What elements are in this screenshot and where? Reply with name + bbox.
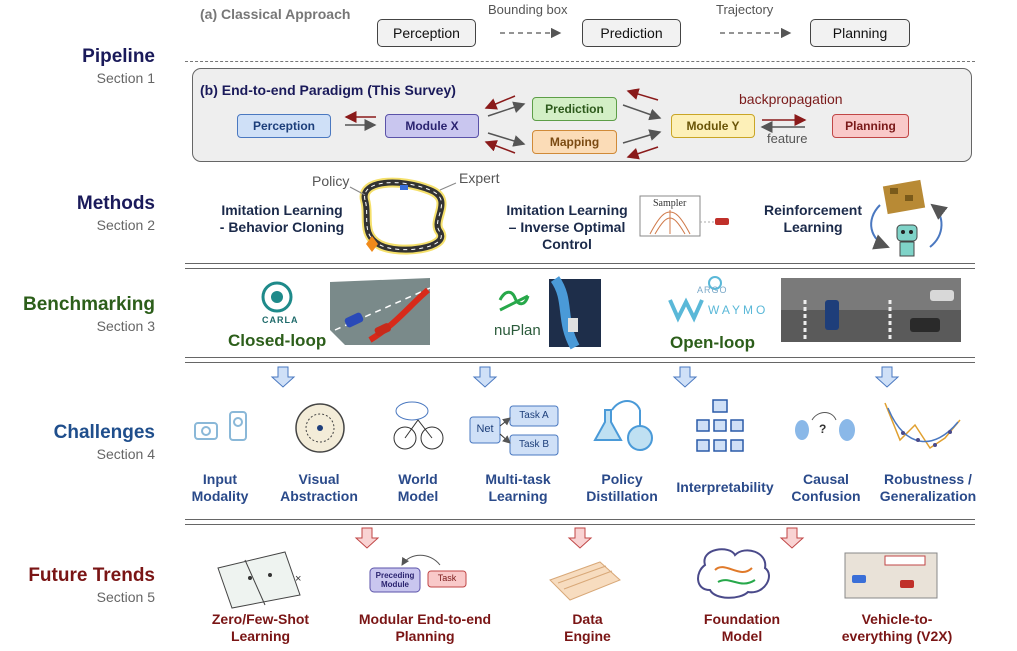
visual-abstraction-icon bbox=[295, 403, 345, 453]
section-title-challenges: Challenges bbox=[53, 422, 155, 443]
closed-loop-label: Closed-loop bbox=[228, 331, 327, 350]
closed-loop-road-image bbox=[330, 278, 431, 345]
e2e-module-y-box: Module Y bbox=[671, 114, 755, 138]
challenge-multi-task-learning: Multi-task Learning bbox=[485, 471, 551, 504]
separator-methods bbox=[185, 263, 975, 269]
section-title-future: Future Trends bbox=[28, 565, 155, 586]
e2e-arrows bbox=[344, 88, 807, 160]
sampler-label: Sampler bbox=[653, 198, 687, 209]
waymo-logo-icon bbox=[668, 276, 722, 323]
section-title-methods: Methods bbox=[76, 193, 155, 214]
reinforcement-learning-label: Reinforcement Learning bbox=[763, 202, 863, 235]
classical-planning-box: Planning bbox=[810, 19, 910, 47]
e2e-prediction-box: Prediction bbox=[532, 97, 617, 121]
challenge-policy-distillation: Policy Distillation bbox=[586, 471, 658, 504]
challenge-world-model: World Model bbox=[397, 471, 439, 504]
nuplan-wordmark: nuPlan bbox=[494, 322, 541, 339]
classical-perception-box: Perception bbox=[377, 19, 476, 47]
future-data-engine: Data Engine bbox=[564, 611, 611, 644]
classical-divider bbox=[185, 61, 975, 62]
challenge-robustness-generalization: Robustness / Generalization bbox=[879, 471, 977, 504]
section-sub-methods: Section 2 bbox=[96, 217, 155, 233]
edge-label-trajectory: Trajectory bbox=[716, 2, 774, 17]
challenge-input-modality: Input Modality bbox=[191, 471, 249, 504]
future-modular-planning: Modular End-to-end Planning bbox=[358, 611, 492, 644]
input-modality-icon bbox=[194, 411, 247, 441]
argo-wordmark: ARGO bbox=[697, 285, 728, 295]
nuplan-logo-icon bbox=[498, 290, 530, 312]
down-arrows-blue bbox=[270, 366, 900, 388]
future-foundation-model: Foundation Model bbox=[703, 611, 781, 644]
e2e-module-x-box: Module X bbox=[385, 114, 479, 138]
open-loop-label: Open-loop bbox=[670, 333, 755, 352]
separator-benchmarking bbox=[185, 357, 975, 363]
data-engine-icon bbox=[549, 561, 621, 601]
multi-task-icon bbox=[469, 405, 559, 456]
net-label: Net bbox=[476, 423, 494, 435]
down-arrows-red bbox=[354, 527, 805, 549]
future-v2x: Vehicle-to- everything (V2X) bbox=[841, 611, 953, 644]
edge-label-bounding-box: Bounding box bbox=[488, 2, 568, 17]
rl-illustration bbox=[870, 179, 948, 257]
preceding-module-label: Preceding Module bbox=[375, 571, 415, 589]
foundation-model-icon bbox=[697, 548, 770, 599]
e2e-planning-box: Planning bbox=[832, 114, 909, 138]
section-title-benchmarking: Benchmarking bbox=[23, 294, 155, 315]
il-behavior-cloning-label: Imitation Learning - Behavior Cloning bbox=[219, 202, 345, 235]
open-loop-aerial-image bbox=[781, 278, 961, 342]
causal-confusion-icon: ? bbox=[795, 412, 855, 441]
svg-text:?: ? bbox=[819, 422, 826, 436]
v2x-icon bbox=[844, 552, 938, 599]
task-a-label: Task A bbox=[519, 410, 549, 421]
section-sub-future: Section 5 bbox=[96, 589, 155, 605]
e2e-mapping-box: Mapping bbox=[532, 130, 617, 154]
section-sub-challenges: Section 4 bbox=[96, 446, 155, 462]
sampler-illustration bbox=[639, 195, 729, 237]
separator-challenges bbox=[185, 519, 975, 525]
policy-distillation-icon bbox=[593, 400, 653, 451]
waymo-wordmark: WAYMO bbox=[708, 303, 769, 317]
challenge-causal-confusion: Causal Confusion bbox=[791, 471, 861, 504]
section-sub-benchmarking: Section 3 bbox=[96, 318, 155, 334]
e2e-perception-box: Perception bbox=[237, 114, 331, 138]
future-zero-few-shot: Zero/Few-Shot Learning bbox=[211, 611, 310, 644]
nuplan-road-image bbox=[549, 276, 601, 350]
section-sub-pipeline: Section 1 bbox=[96, 70, 155, 86]
policy-label: Policy bbox=[312, 173, 350, 189]
feature-label: feature bbox=[767, 131, 808, 146]
expert-label: Expert bbox=[459, 170, 500, 186]
carla-logo-icon bbox=[261, 281, 293, 313]
section-title-pipeline: Pipeline bbox=[82, 46, 155, 67]
modular-planning-icon bbox=[369, 554, 467, 593]
few-shot-icon: × bbox=[217, 551, 301, 609]
interpretability-icon bbox=[696, 399, 744, 452]
classical-prediction-box: Prediction bbox=[582, 19, 681, 47]
il-inverse-optimal-control-label: Imitation Learning – Inverse Optimal Con… bbox=[506, 202, 628, 252]
challenge-interpretability: Interpretability bbox=[676, 479, 774, 495]
robustness-icon bbox=[884, 402, 961, 450]
world-model-icon bbox=[393, 401, 444, 450]
task-b-label: Task B bbox=[518, 439, 549, 450]
backprop-label: backpropagation bbox=[739, 91, 843, 107]
svg-text:×: × bbox=[295, 573, 301, 585]
classical-heading: (a) Classical Approach bbox=[200, 6, 351, 22]
challenge-visual-abstraction: Visual Abstraction bbox=[280, 471, 358, 504]
carla-wordmark: CARLA bbox=[262, 315, 299, 325]
e2e-heading: (b) End-to-end Paradigm (This Survey) bbox=[200, 82, 456, 98]
task-label: Task bbox=[437, 573, 457, 583]
race-track-illustration bbox=[349, 177, 457, 255]
